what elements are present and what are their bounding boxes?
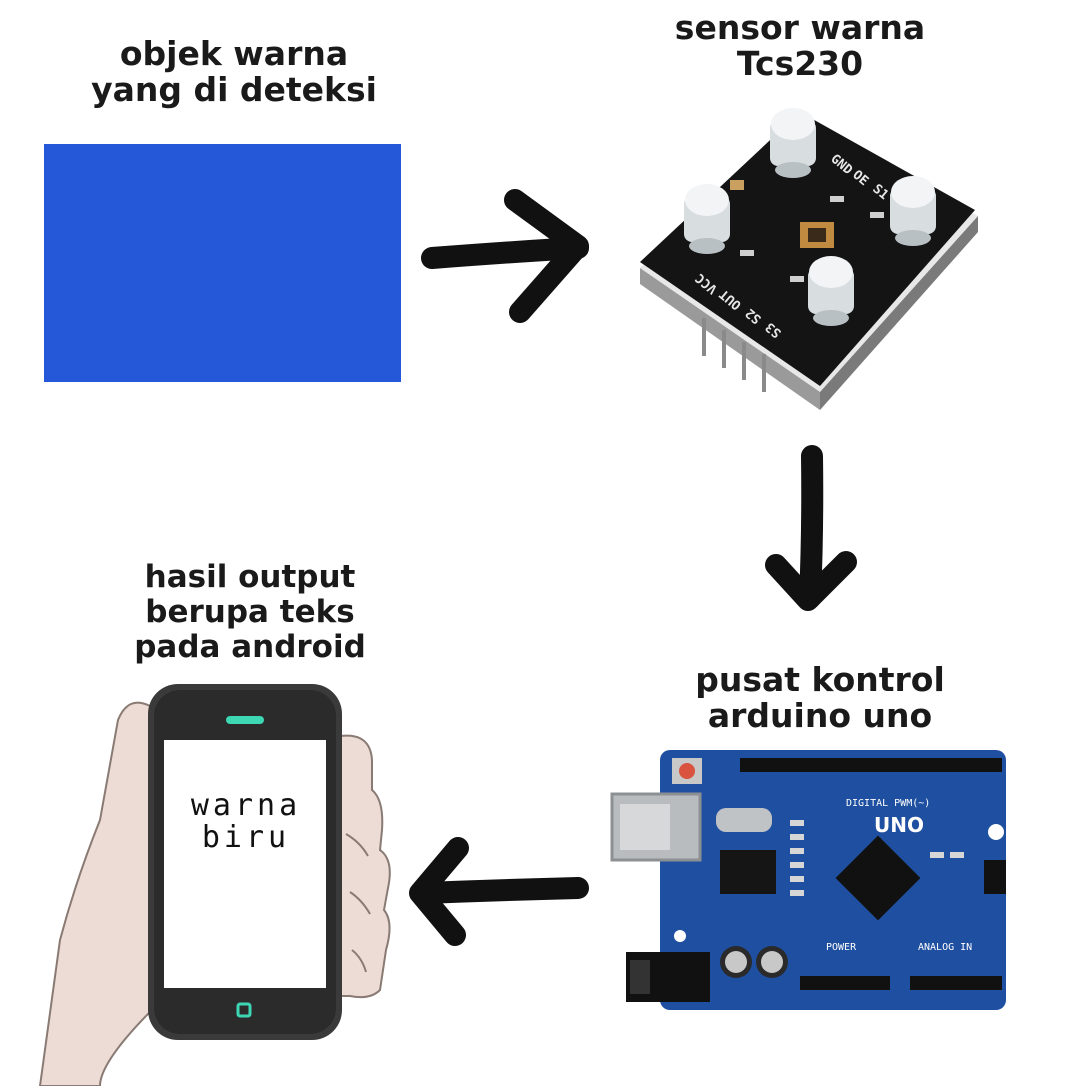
object-label-line: objek warna bbox=[119, 34, 349, 73]
board-header-label: DIGITAL PWM(~) bbox=[846, 798, 930, 809]
arrow-right bbox=[421, 189, 589, 323]
arduino-label: pusat kontrol arduino uno bbox=[660, 662, 980, 734]
arduino-uno-image: UNO DIGITAL PWM(~) POWER ANALOG IN bbox=[610, 750, 1006, 1010]
sensor-label: sensor warna Tcs230 bbox=[620, 10, 980, 82]
object-label: objek warna yang di deteksi bbox=[34, 36, 434, 108]
object-label-line: yang di deteksi bbox=[91, 70, 377, 109]
blue-object bbox=[44, 144, 401, 382]
tcs230-sensor-image: GND OE S1 S0 S3 S2 OUT VCC bbox=[640, 108, 978, 410]
board-label: UNO bbox=[874, 813, 924, 837]
arduino-label-line: arduino uno bbox=[707, 696, 933, 735]
arduino-label-line: pusat kontrol bbox=[695, 660, 945, 699]
phone-label: hasil output berupa teks pada android bbox=[90, 560, 410, 665]
arrow-down bbox=[765, 445, 857, 611]
phone-screen-line: biru bbox=[201, 820, 291, 855]
sensor-label-line: sensor warna bbox=[674, 8, 926, 47]
phone-screen-text: warna biru bbox=[166, 790, 326, 854]
board-header-label: POWER bbox=[826, 942, 857, 953]
phone-label-line: hasil output bbox=[144, 559, 356, 595]
sensor-label-line: Tcs230 bbox=[736, 44, 864, 83]
board-header-label: ANALOG IN bbox=[918, 942, 972, 953]
phone-label-line: pada android bbox=[134, 629, 366, 665]
phone-label-line: berupa teks bbox=[145, 594, 355, 630]
arrow-left bbox=[409, 837, 589, 946]
phone-screen-line: warna bbox=[190, 788, 302, 823]
hand-with-phone-image bbox=[38, 684, 391, 1086]
